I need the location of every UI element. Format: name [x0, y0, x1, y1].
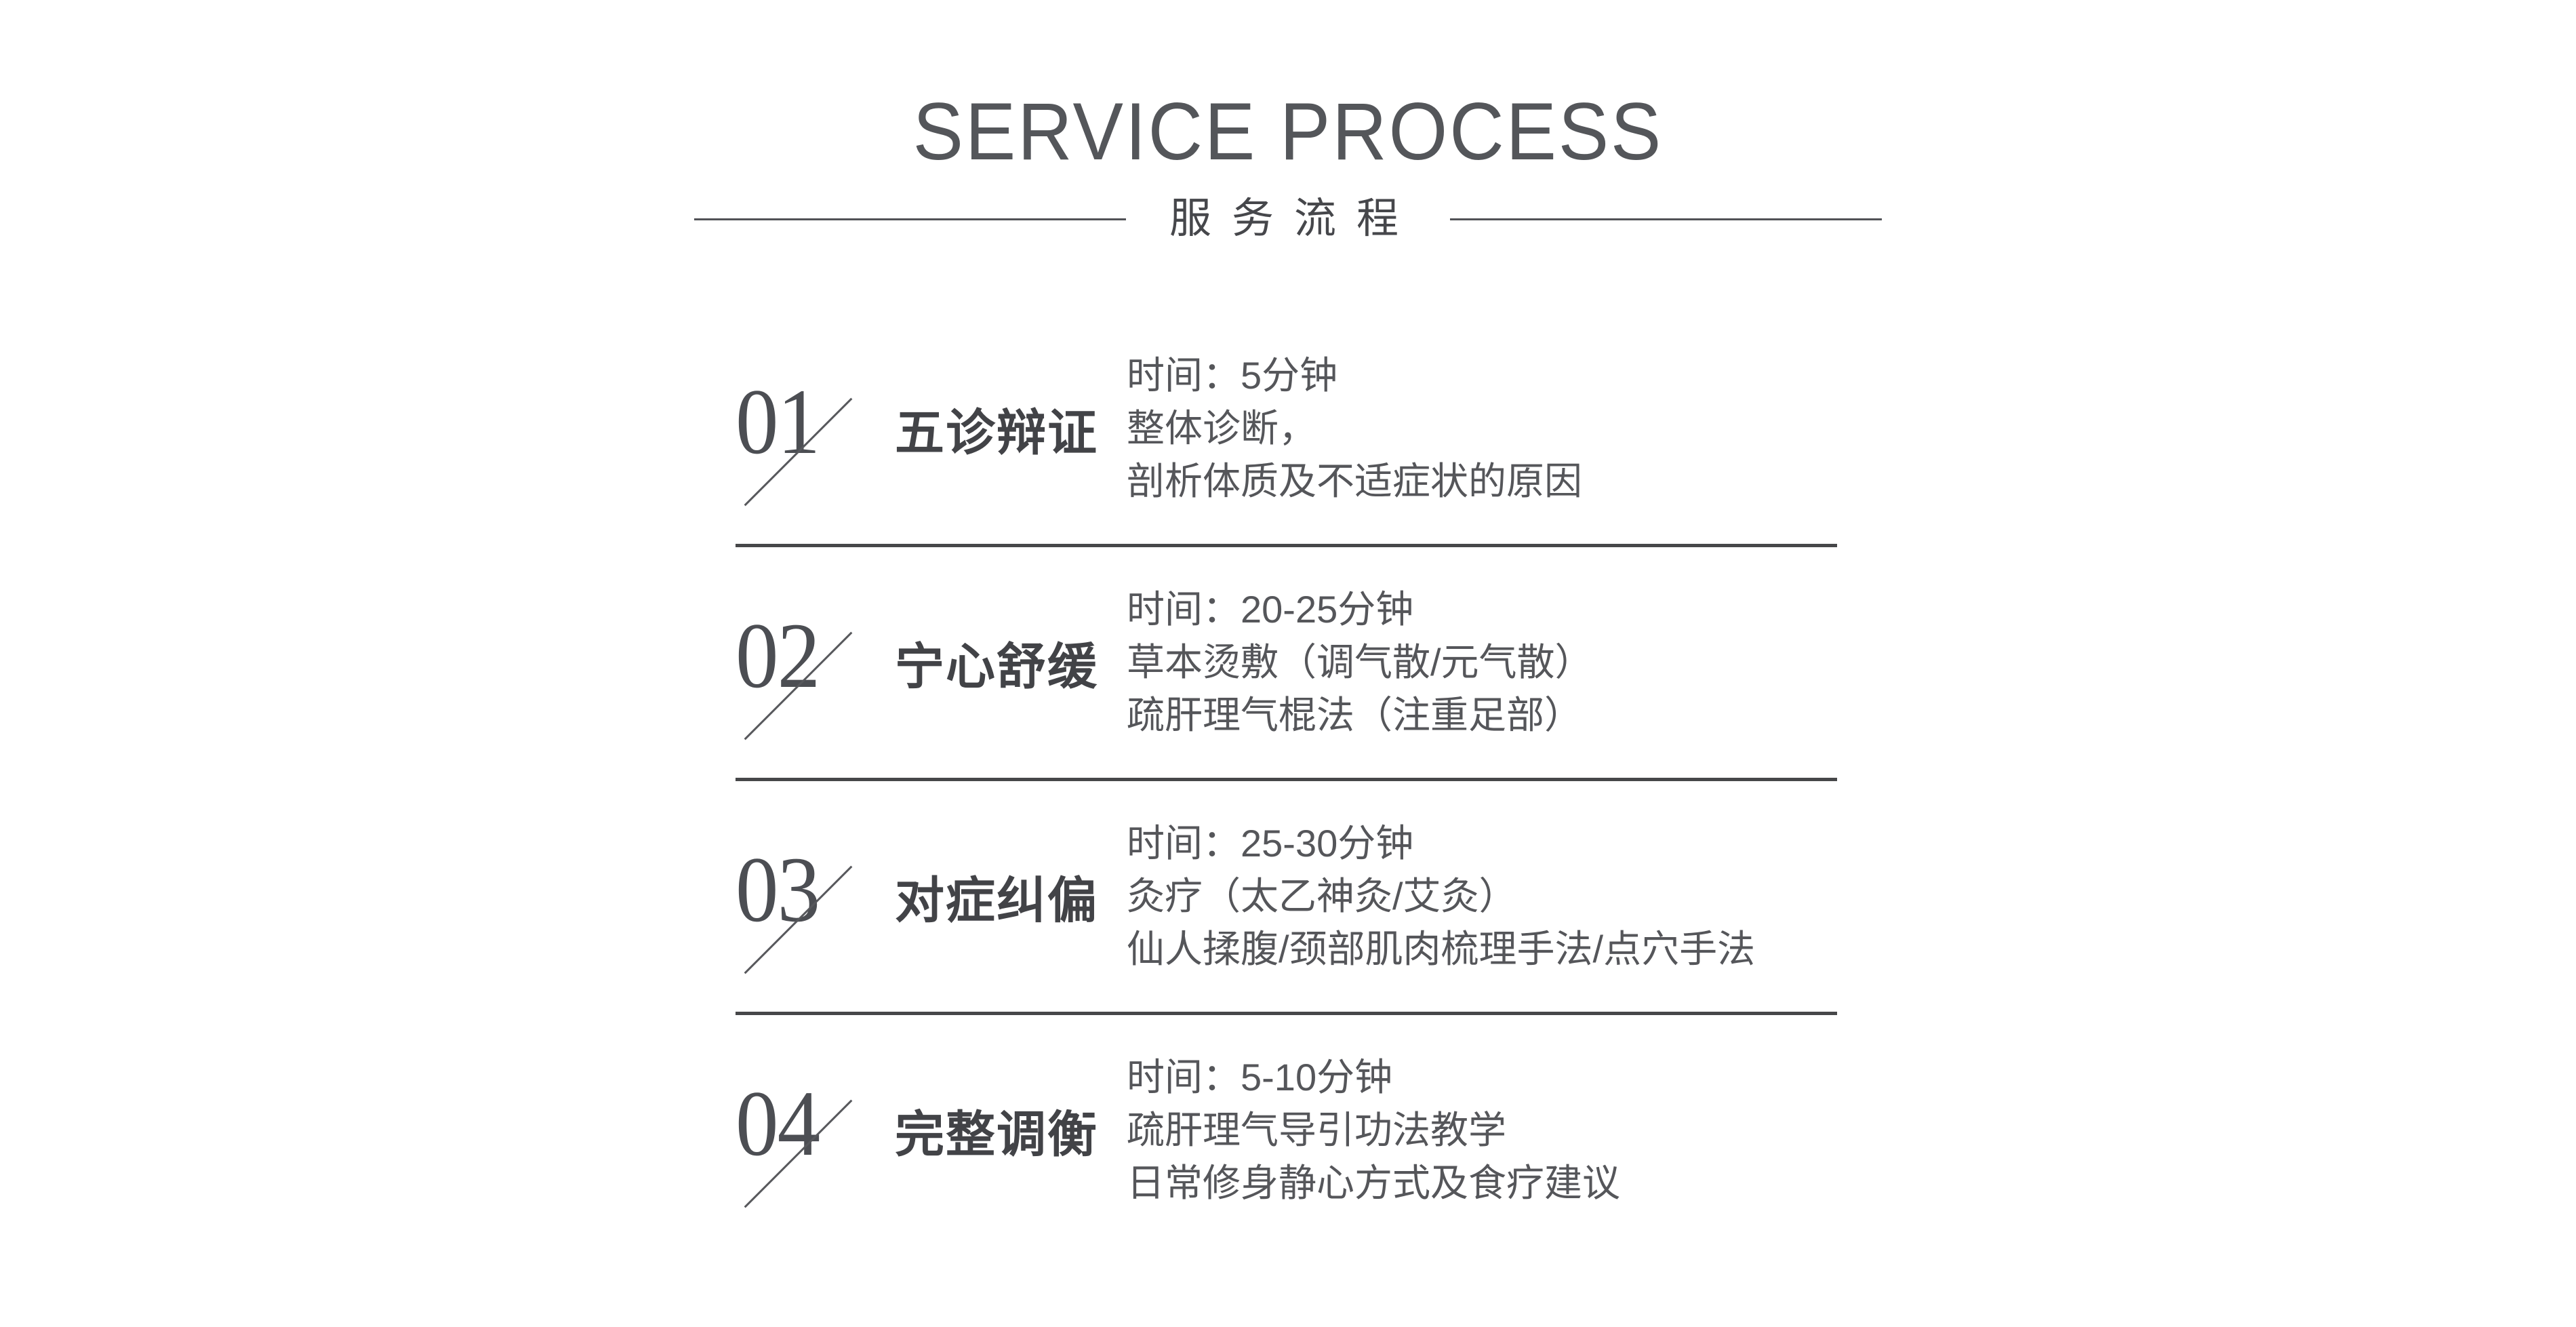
- page-title: SERVICE PROCESS: [0, 87, 2576, 176]
- step-2-line-1: 时间：20-25分钟: [1127, 588, 1414, 631]
- steps-list: 01 五诊辩证 时间：5分钟 整体诊断， 剖析体质及不适症状的原因 02 宁心舒…: [736, 313, 1837, 1246]
- step-2-description: 时间：20-25分钟 草本烫敷（调气散/元气散） 疏肝理气棍法（注重足部）: [1127, 583, 1837, 742]
- step-1-number-block: 01: [736, 313, 895, 544]
- step-2-name-block: 宁心舒缓: [895, 627, 1127, 698]
- step-1-number: 01: [736, 370, 820, 473]
- step-4-description: 时间：5-10分钟 疏肝理气导引功法教学 日常修身静心方式及食疗建议: [1127, 1051, 1837, 1210]
- step-1-line-3: 剖析体质及不适症状的原因: [1127, 460, 1582, 502]
- subtitle-row: 服务流程: [0, 197, 2576, 241]
- step-row-4: 04 完整调衡 时间：5-10分钟 疏肝理气导引功法教学 日常修身静心方式及食疗…: [736, 1015, 1837, 1246]
- step-3-line-1: 时间：25-30分钟: [1127, 822, 1414, 865]
- step-4-number: 04: [736, 1071, 820, 1175]
- step-1-line-1: 时间：5分钟: [1127, 354, 1338, 397]
- step-2-number-block: 02: [736, 547, 895, 778]
- step-4-line-2: 疏肝理气导引功法教学: [1127, 1109, 1506, 1151]
- step-4-line-3: 日常修身静心方式及食疗建议: [1127, 1162, 1620, 1204]
- step-3-description: 时间：25-30分钟 灸疗（太乙神灸/艾灸） 仙人揉腹/颈部肌肉梳理手法/点穴手…: [1127, 817, 1837, 976]
- step-row-2: 02 宁心舒缓 时间：20-25分钟 草本烫敷（调气散/元气散） 疏肝理气棍法（…: [736, 547, 1837, 781]
- step-4-name: 完整调衡: [895, 1107, 1098, 1162]
- step-1-description: 时间：5分钟 整体诊断， 剖析体质及不适症状的原因: [1127, 349, 1837, 508]
- step-3-line-3: 仙人揉腹/颈部肌肉梳理手法/点穴手法: [1127, 928, 1756, 970]
- step-2-name: 宁心舒缓: [895, 639, 1098, 694]
- step-1-name-block: 五诊辩证: [895, 393, 1127, 464]
- step-3-number: 03: [736, 837, 820, 941]
- page-title-text: SERVICE PROCESS: [912, 86, 1664, 177]
- subtitle-right-rule: [1450, 218, 1882, 220]
- step-row-3: 03 对症纠偏 时间：25-30分钟 灸疗（太乙神灸/艾灸） 仙人揉腹/颈部肌肉…: [736, 781, 1837, 1015]
- subtitle-left-rule: [693, 218, 1126, 220]
- page-subtitle: 服务流程: [1169, 196, 1419, 242]
- step-2-line-2: 草本烫敷（调气散/元气散）: [1127, 641, 1593, 684]
- step-3-name-block: 对症纠偏: [895, 860, 1127, 932]
- step-2-line-3: 疏肝理气棍法（注重足部）: [1127, 694, 1582, 736]
- step-4-name-block: 完整调衡: [895, 1094, 1127, 1166]
- step-2-number: 02: [736, 603, 820, 707]
- step-3-line-2: 灸疗（太乙神灸/艾灸）: [1127, 875, 1517, 917]
- step-row-1: 01 五诊辩证 时间：5分钟 整体诊断， 剖析体质及不适症状的原因: [736, 313, 1837, 547]
- step-3-name: 对症纠偏: [895, 873, 1098, 928]
- step-3-number-block: 03: [736, 781, 895, 1012]
- step-4-line-1: 时间：5-10分钟: [1127, 1056, 1393, 1098]
- step-1-name: 五诊辩证: [895, 405, 1098, 460]
- step-4-number-block: 04: [736, 1015, 895, 1246]
- step-1-line-2: 整体诊断，: [1127, 407, 1316, 450]
